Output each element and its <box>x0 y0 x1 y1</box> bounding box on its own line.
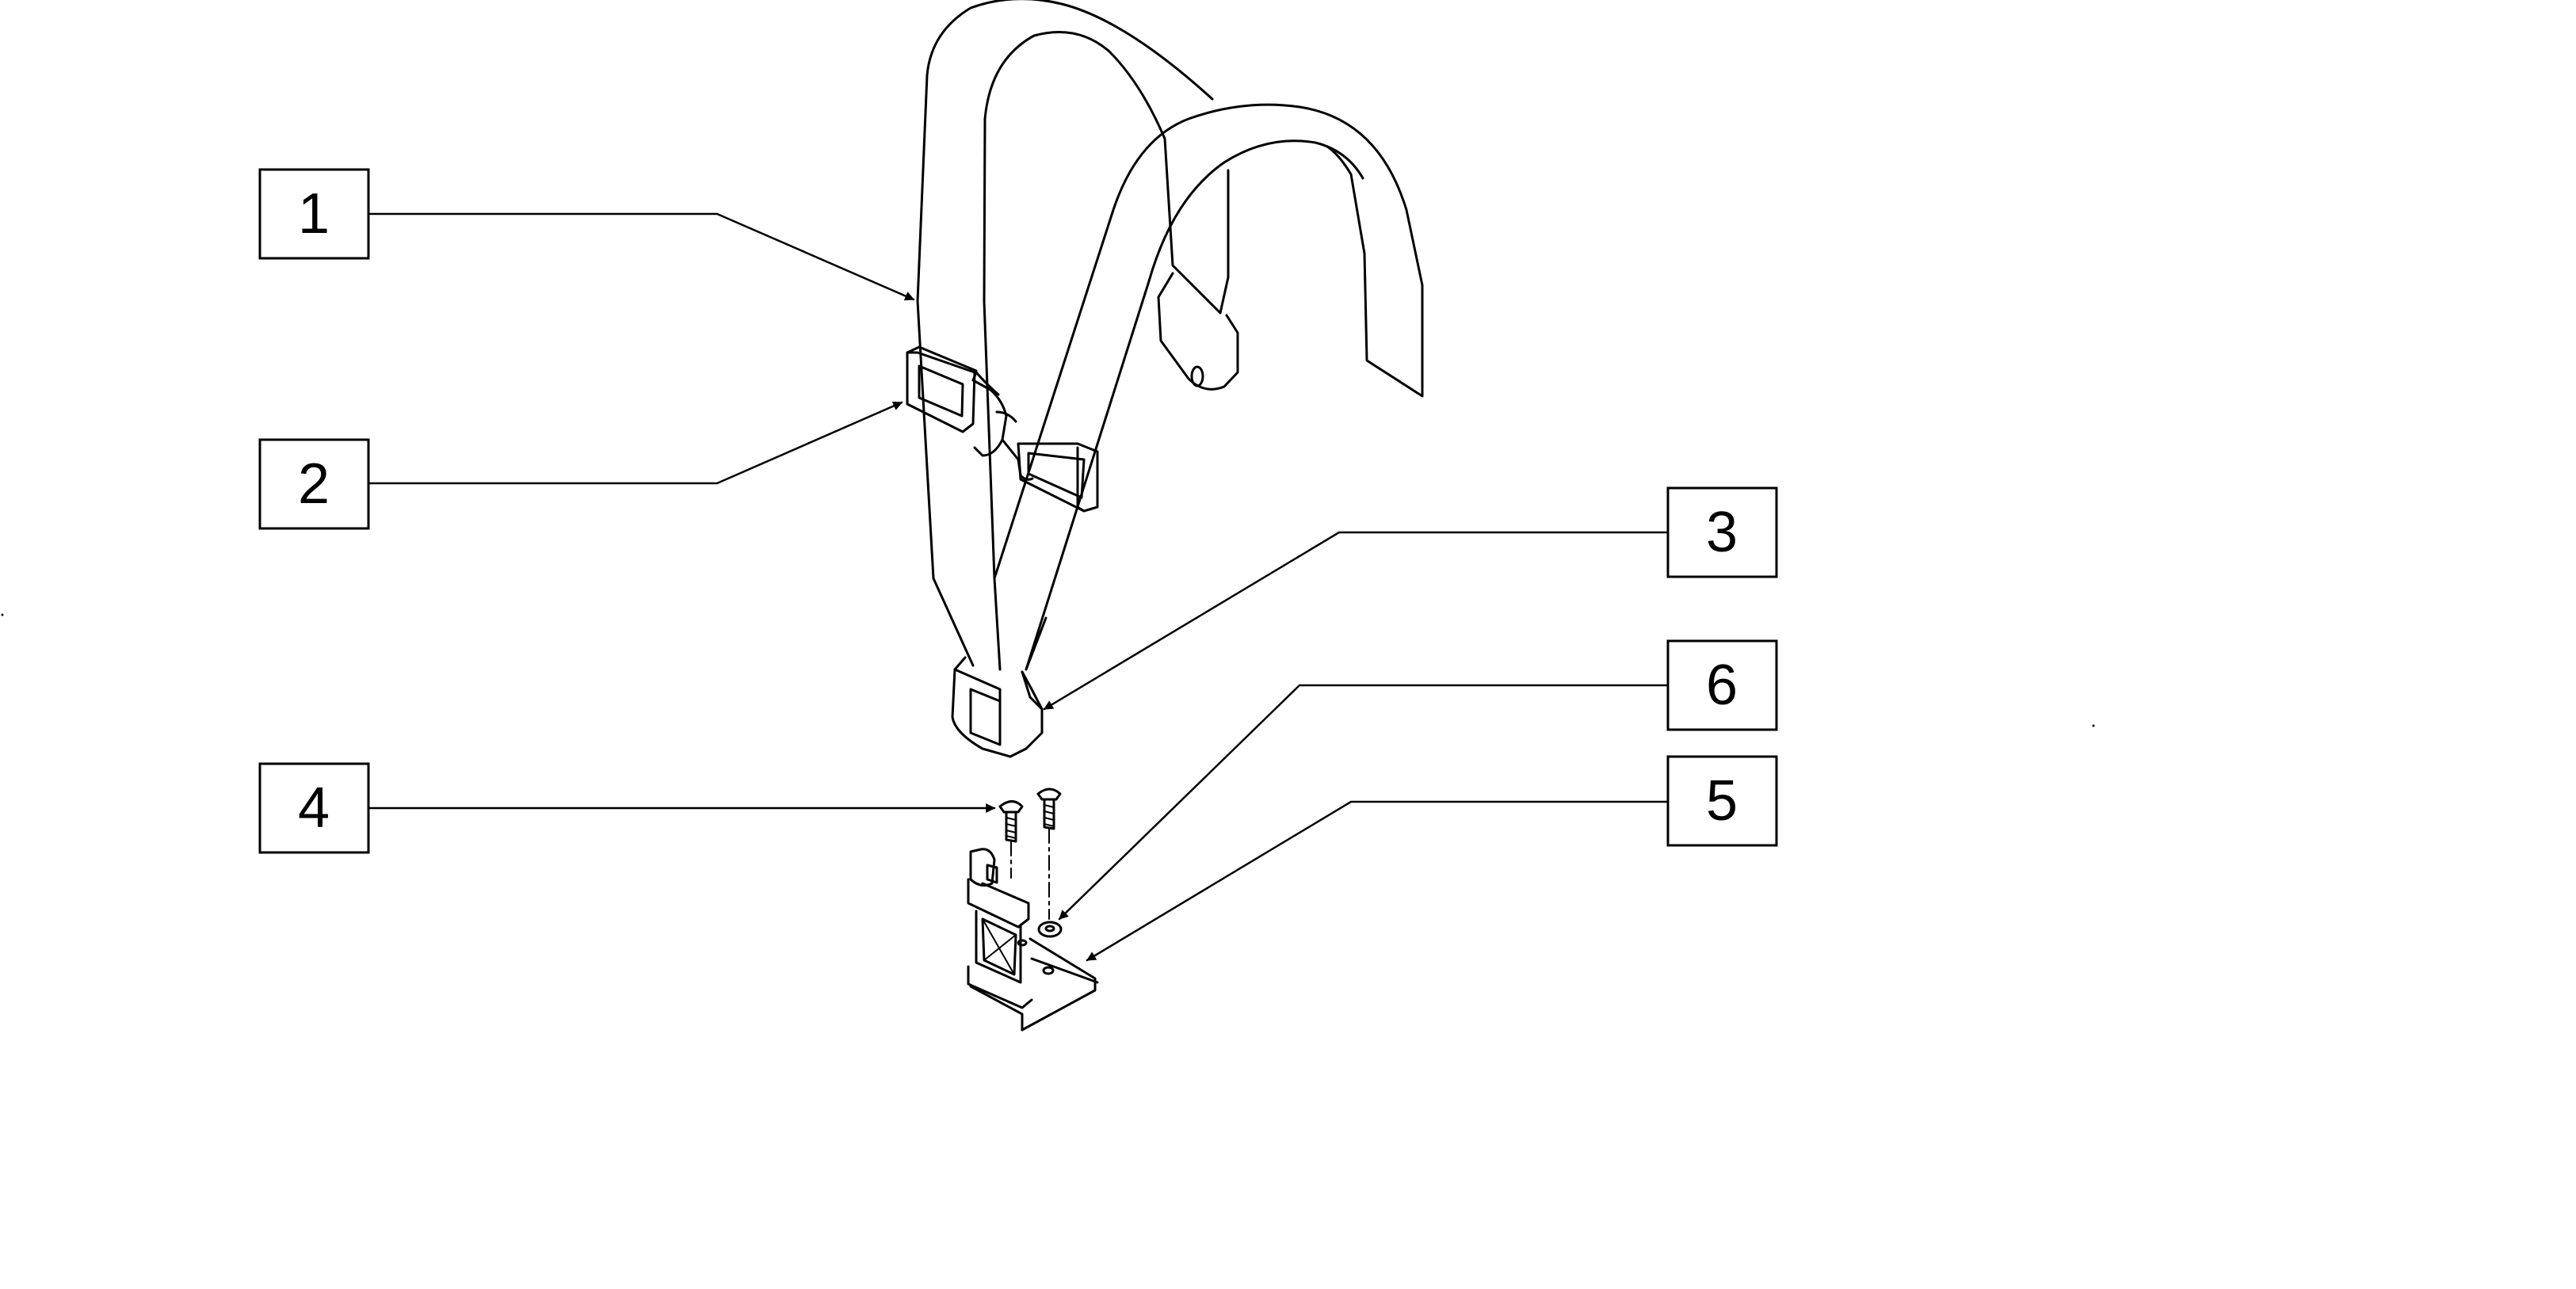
stray-dot-left <box>1 613 4 616</box>
callout-3-label: 3 <box>1706 501 1738 564</box>
washer-illustration <box>1037 921 1063 938</box>
leader-line-3 <box>1043 531 1670 711</box>
floor-bracket-illustration <box>967 848 1099 1032</box>
callout-2: 2 <box>258 438 370 530</box>
chest-clip-illustration <box>906 345 1099 513</box>
callout-2-label: 2 <box>298 452 330 516</box>
callout-6-label: 6 <box>1706 654 1738 717</box>
callout-5: 5 <box>1666 755 1778 847</box>
mounting-screws-illustration <box>998 788 1062 920</box>
callout-4: 4 <box>258 762 370 854</box>
stray-dot-right <box>2092 724 2095 727</box>
leader-line-2 <box>367 401 903 485</box>
callout-4-label: 4 <box>298 776 330 840</box>
callout-1: 1 <box>258 168 370 260</box>
shoulder-strap-illustration <box>916 0 1424 671</box>
leader-line-6 <box>1058 684 1670 921</box>
leader-line-1 <box>367 212 915 301</box>
callout-6: 6 <box>1666 639 1778 731</box>
callout-3: 3 <box>1666 486 1778 578</box>
leader-line-5 <box>1086 800 1670 962</box>
buckle-tongue-illustration <box>951 656 1044 758</box>
callout-1-label: 1 <box>298 182 330 246</box>
callout-5-label: 5 <box>1706 769 1738 833</box>
